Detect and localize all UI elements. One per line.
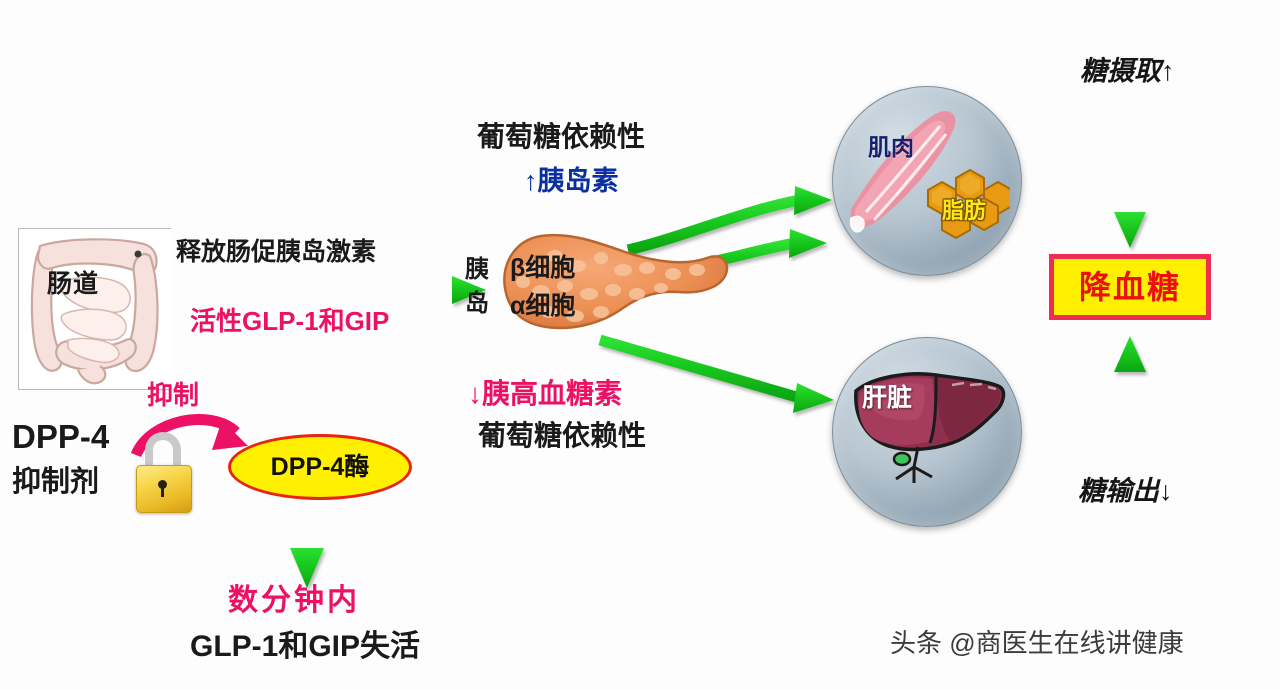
padlock-body — [136, 465, 192, 513]
arrow-pancreas-to-liver — [598, 334, 834, 413]
degradation-inactivation-label: GLP-1和GIP失活 — [190, 630, 421, 663]
arrow-uptake-down — [1114, 120, 1146, 248]
dpp4-enzyme-label: DPP-4酶 — [270, 452, 370, 481]
liver-illustration — [854, 372, 1006, 483]
liver-target — [832, 337, 1022, 527]
arrow-intestine-to-pancreas — [168, 276, 486, 304]
watermark: 头条 @商医生在线讲健康 — [890, 628, 1184, 658]
lower-blood-glucose-box: 降血糖 — [1049, 254, 1211, 320]
islet-label-line1: 胰 — [465, 256, 489, 283]
insulin-increase-label: ↑胰岛素 — [524, 166, 619, 196]
inhibition-label: 抑制 — [147, 380, 200, 410]
intestine-label: 肠道 — [47, 270, 100, 298]
liver-label: 肝脏 — [862, 384, 913, 412]
fat-label: 脂肪 — [942, 198, 987, 223]
dpp4-inhibitor-line2: 抑制剂 — [12, 466, 100, 498]
islet-label-line2: 岛 — [465, 290, 489, 317]
arrow-output-up — [1114, 336, 1146, 460]
beta-cell-label: β细胞 — [510, 254, 576, 282]
intestine-illustration — [30, 238, 159, 385]
insulin-dependency-label: 葡萄糖依赖性 — [477, 121, 646, 152]
glucagon-dependency-label: 葡萄糖依赖性 — [478, 420, 647, 451]
padlock-shackle — [145, 432, 181, 472]
muscle-fat-illustration — [849, 111, 1010, 240]
padlock-keyhole — [158, 480, 167, 497]
glucose-uptake-label: 糖摄取↑ — [1080, 56, 1175, 86]
release-incretin-label: 释放肠促胰岛激素 — [176, 238, 377, 266]
fat-cells — [927, 168, 1010, 240]
glucose-output-label: 糖输出↓ — [1078, 476, 1173, 506]
pancreas-illustration — [503, 233, 729, 330]
muscle-fat-target — [832, 86, 1022, 276]
dpp4-inhibitor-line1: DPP-4 — [12, 418, 110, 455]
padlock-icon — [130, 432, 196, 514]
muscle-tissue — [849, 111, 956, 233]
active-incretin-label: 活性GLP-1和GIP — [190, 306, 390, 336]
lower-blood-glucose-label: 降血糖 — [1078, 269, 1181, 305]
alpha-cell-label: α细胞 — [510, 292, 576, 320]
degradation-minutes-label: 数分钟内 — [228, 584, 360, 617]
dpp4-enzyme-badge: DPP-4酶 — [228, 434, 412, 500]
muscle-label: 肌肉 — [868, 134, 914, 160]
glucagon-decrease-label: ↓胰高血糖素 — [468, 378, 623, 409]
